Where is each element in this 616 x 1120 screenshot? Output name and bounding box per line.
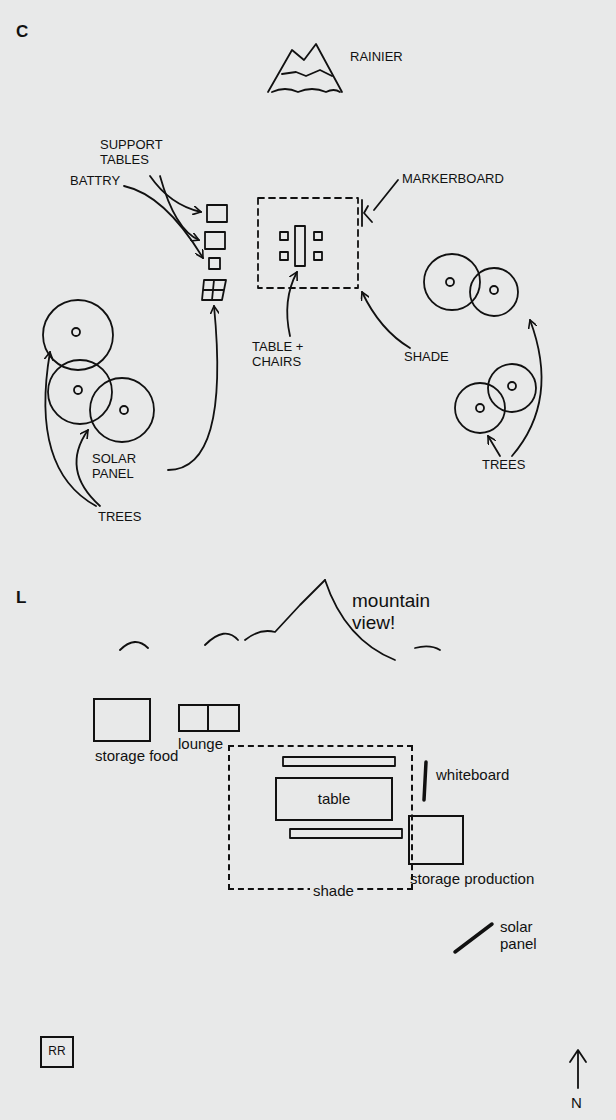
sketch-label: solar panel xyxy=(500,918,570,953)
sketch-label: TREES xyxy=(482,458,525,473)
node-text: storage food xyxy=(95,747,178,764)
snow-line xyxy=(282,70,332,76)
north-arrow xyxy=(570,1050,586,1088)
sketch-box: table xyxy=(275,777,393,821)
chair xyxy=(314,232,322,240)
node-text: shade xyxy=(310,882,357,899)
sketch-box: storage production xyxy=(408,815,464,865)
solar-panel xyxy=(202,280,226,300)
chair xyxy=(280,252,288,260)
tree xyxy=(90,378,154,442)
lounge-seat xyxy=(207,704,240,732)
leader-arrow xyxy=(160,176,199,240)
whiteboard xyxy=(424,762,426,800)
markerboard xyxy=(362,200,372,226)
node-text: RR xyxy=(44,1045,69,1059)
mountain xyxy=(415,646,440,650)
leader-arrow xyxy=(124,186,203,258)
bench xyxy=(283,757,395,766)
sketch-label: C xyxy=(16,22,28,42)
sketch-label: MARKERBOARD xyxy=(402,172,504,187)
bench xyxy=(290,829,402,838)
battery xyxy=(209,258,220,269)
leader-arrow xyxy=(362,292,410,348)
tree xyxy=(488,364,536,412)
sketch-label: RAINIER xyxy=(350,50,403,65)
sketch-label: BATTRY xyxy=(70,174,120,189)
leader-arrow xyxy=(45,352,96,506)
sketch-box: storage food xyxy=(93,698,151,742)
support-table xyxy=(205,232,225,249)
sketch-label: SHADE xyxy=(404,350,449,365)
mountain xyxy=(120,580,325,650)
support-table xyxy=(207,205,227,222)
sketch-label: N xyxy=(571,1094,582,1111)
tree xyxy=(48,360,112,424)
node-text: lounge xyxy=(178,735,223,752)
shade-region: shadetable xyxy=(228,745,413,890)
chair xyxy=(280,232,288,240)
shade-area xyxy=(258,198,358,288)
sketch-label: L xyxy=(16,588,26,608)
node-text: table xyxy=(314,790,355,807)
mountain xyxy=(268,44,342,92)
sketch-label: mountain view! xyxy=(352,590,462,634)
sketch-label: SOLAR PANEL xyxy=(92,452,172,482)
tree xyxy=(470,268,518,316)
leader-arrow xyxy=(287,272,297,336)
leader-arrow xyxy=(150,176,201,212)
sketch-box: lounge xyxy=(178,704,240,732)
node-text: storage production xyxy=(410,870,534,887)
leader-line xyxy=(374,180,398,210)
sketch-box: RR xyxy=(40,1036,74,1068)
leader-arrow xyxy=(168,306,217,470)
solar-panel xyxy=(455,924,492,952)
table xyxy=(295,226,305,266)
sketch-label: whiteboard xyxy=(436,766,509,783)
chair xyxy=(314,252,322,260)
mountain-base xyxy=(272,89,340,92)
sketch-label: TABLE + CHAIRS xyxy=(252,340,332,370)
leader-arrow xyxy=(512,320,542,456)
lounge-seat xyxy=(178,704,209,732)
sketch-label: SUPPORT TABLES xyxy=(100,138,192,168)
leader-arrow xyxy=(488,436,500,456)
sketch-label: TREES xyxy=(98,510,141,525)
